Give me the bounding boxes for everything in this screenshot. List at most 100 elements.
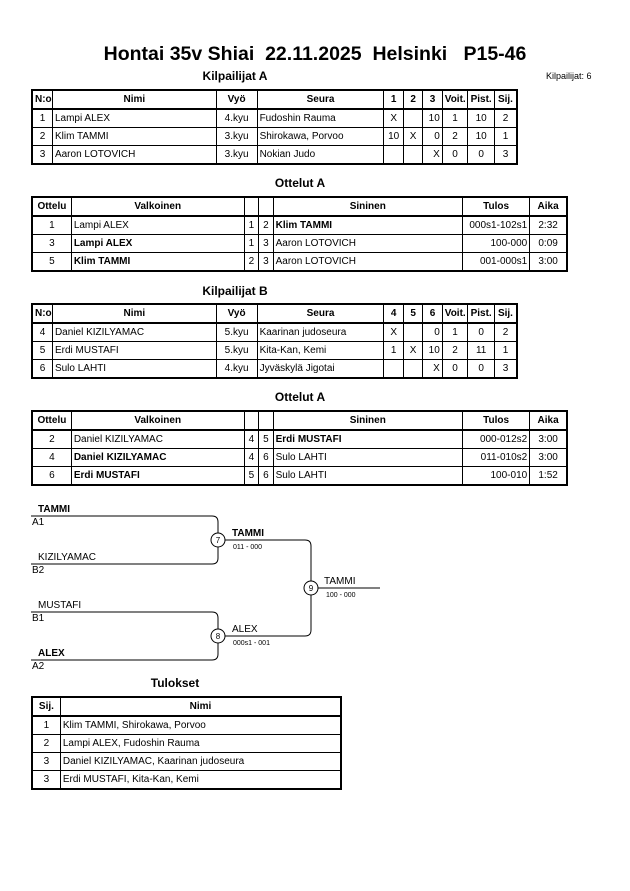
table-cell: 2 — [243, 252, 260, 272]
table-cell: 4 — [243, 448, 260, 467]
match-circle — [210, 532, 226, 548]
pool-a-heading: Kilpailijat A — [202, 69, 268, 83]
table-cell: 2 — [258, 215, 274, 235]
column-header: Pist. — [467, 89, 495, 110]
column-header: Nimi — [51, 303, 217, 324]
column-header — [258, 410, 274, 431]
final-winner-name: TAMMI — [324, 576, 355, 587]
semi-score: 011 - 000 — [233, 544, 262, 551]
column-header: Nimi — [51, 89, 217, 110]
table-cell: 4 — [31, 322, 53, 342]
column-header: Sij. — [493, 303, 518, 324]
table-cell: Sulo LAHTI — [272, 448, 463, 467]
bracket-entry-name: ALEX — [38, 648, 65, 659]
table-cell: 11 — [467, 341, 495, 360]
table-cell: 6 — [258, 466, 274, 486]
table-cell: X — [422, 145, 443, 165]
table-cell: X — [402, 341, 424, 360]
bracket-entry-seed: A2 — [32, 661, 45, 672]
column-header: Aika — [529, 410, 568, 431]
table-cell: 2 — [31, 127, 53, 146]
table-cell: Erdi MUSTAFI — [70, 466, 245, 486]
table-cell: 3.kyu — [215, 145, 258, 165]
table-cell: 3:00 — [529, 252, 568, 272]
table-cell: 3:00 — [529, 448, 568, 467]
bracket-entry-seed: A1 — [32, 517, 45, 528]
table-cell: Daniel KIZILYAMAC, Kaarinan judoseura — [59, 752, 342, 771]
table-cell: X — [422, 359, 443, 379]
table-cell: Klim TAMMI — [70, 252, 245, 272]
column-header: Vyö — [215, 89, 258, 110]
table-cell: 5 — [243, 466, 260, 486]
table-cell: 10 — [467, 108, 495, 128]
column-header: Sij. — [493, 89, 518, 110]
table-cell: Sulo LAHTI — [51, 359, 217, 379]
table-cell: 0 — [467, 145, 495, 165]
column-header: Vyö — [215, 303, 258, 324]
final-score: 100 - 000 — [326, 592, 356, 599]
table-cell: Aaron LOTOVICH — [51, 145, 217, 165]
table-cell: Klim TAMMI, Shirokawa, Porvoo — [59, 715, 342, 735]
table-cell: 5 — [31, 341, 53, 360]
table-cell: 10 — [422, 108, 443, 128]
table-cell: X — [402, 127, 424, 146]
table-cell: 5 — [31, 252, 72, 272]
table-cell: 6 — [31, 359, 53, 379]
table-cell: 6 — [31, 466, 72, 486]
table-cell: 0:09 — [529, 234, 568, 253]
table-cell: 10 — [422, 341, 443, 360]
column-header: Nimi — [59, 696, 342, 717]
match-number: 9 — [309, 584, 314, 593]
table-cell: 10 — [467, 127, 495, 146]
table-cell: 3 — [31, 145, 53, 165]
table-cell: 3 — [31, 234, 72, 253]
matches-b-heading: Ottelut A — [274, 390, 326, 404]
match-circle — [303, 580, 319, 596]
table-cell: 2 — [493, 108, 518, 128]
table-cell: Klim TAMMI — [51, 127, 217, 146]
pool-b-heading: Kilpailijat B — [202, 284, 268, 298]
column-header — [243, 196, 260, 217]
table-cell: 1 — [243, 234, 260, 253]
column-header: Seura — [256, 89, 385, 110]
competitor-count: Kilpailijat: 6 — [546, 71, 592, 81]
results-heading: Tulokset — [150, 676, 200, 690]
table-cell: 4 — [31, 448, 72, 467]
table-cell: Erdi MUSTAFI — [51, 341, 217, 360]
table-header-row: Sij.Nimi — [31, 696, 342, 717]
match-number: 7 — [216, 536, 221, 545]
column-header: Valkoinen — [70, 410, 245, 431]
table-cell: 1:52 — [529, 466, 568, 486]
table-cell: 3 — [493, 145, 518, 165]
table-cell: 2 — [441, 127, 469, 146]
bracket-entry-name: MUSTAFI — [38, 600, 81, 611]
page-title: Hontai 35v Shiai 22.11.2025 Helsinki P15… — [103, 43, 527, 65]
semi-winner-name: ALEX — [232, 624, 258, 635]
match-circle — [210, 628, 226, 644]
column-header: Sij. — [31, 696, 61, 717]
match-number: 8 — [216, 632, 221, 641]
column-header: Aika — [529, 196, 568, 217]
table-cell: 1 — [493, 127, 518, 146]
table-cell: 0 — [422, 127, 443, 146]
table-cell: 3 — [258, 234, 274, 253]
column-header: Sininen — [272, 196, 463, 217]
